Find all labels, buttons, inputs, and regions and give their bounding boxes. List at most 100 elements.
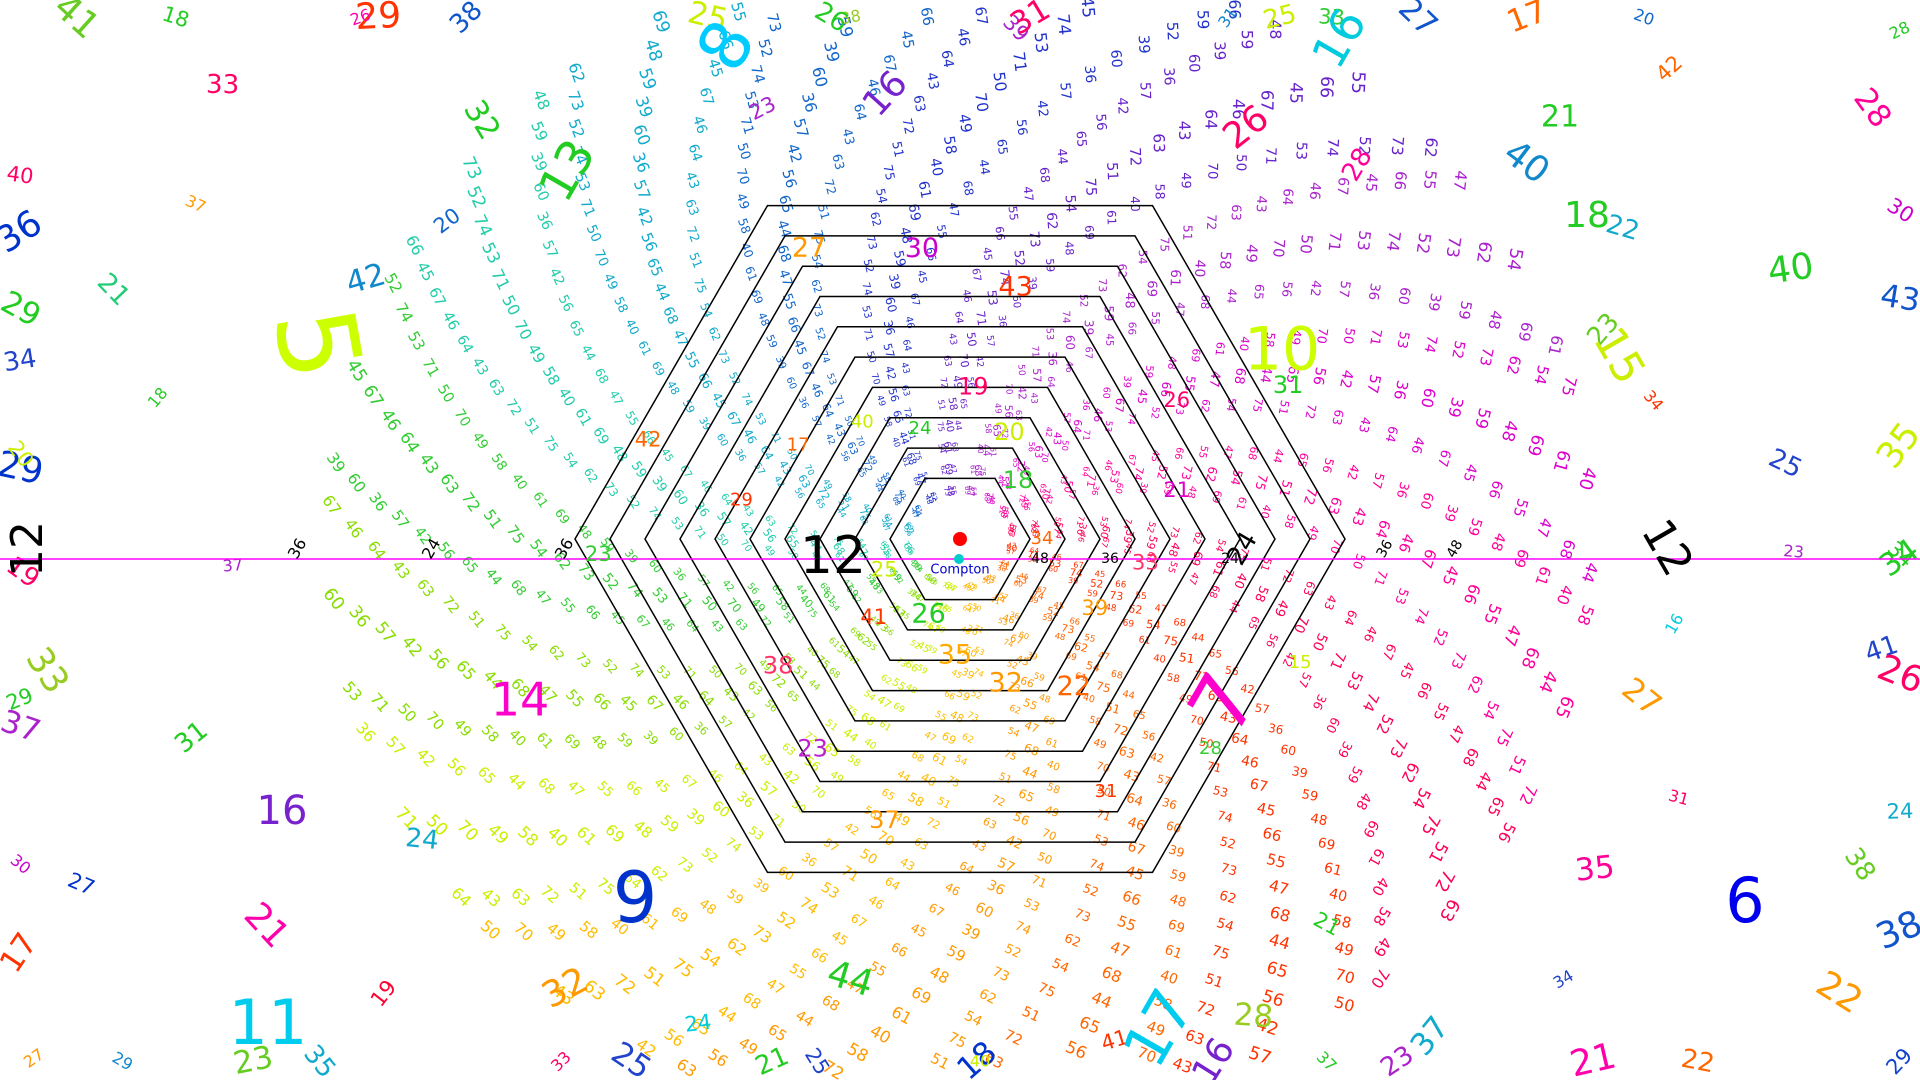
petal-number: 46 xyxy=(1306,181,1323,200)
petal-number: 36 xyxy=(1090,484,1102,496)
petal-number: 45 xyxy=(791,338,810,357)
petal-number: 51 xyxy=(1103,162,1121,181)
petal-number: 44 xyxy=(650,280,672,303)
petal-number: 39 xyxy=(1136,481,1148,495)
petal-number: 39 xyxy=(1425,292,1444,313)
petal-number: 57 xyxy=(1061,412,1072,424)
petal-number: 59 xyxy=(1041,612,1053,624)
petal-number: 55 xyxy=(1196,444,1209,459)
petal-number: 58 xyxy=(1281,513,1298,530)
petal-number: 45 xyxy=(909,558,921,570)
petal-number: 40 xyxy=(890,436,903,449)
petal-number: 54 xyxy=(1213,537,1228,553)
petal-number: 64 xyxy=(961,603,974,615)
petal-number: 68 xyxy=(1022,740,1041,759)
petal-number: 56 xyxy=(1022,501,1032,512)
petal-number: 56 xyxy=(1013,118,1030,136)
petal-number: 72 xyxy=(990,793,1007,809)
petal-number: 69 xyxy=(1122,618,1135,630)
petal-number: 52 xyxy=(1163,21,1182,41)
petal-number: 52 xyxy=(1154,464,1171,481)
petal-number: 61 xyxy=(900,456,912,468)
petal-number: 46 xyxy=(934,600,950,616)
petal-number: 45 xyxy=(1459,462,1479,483)
petal-number: 43 xyxy=(1050,432,1063,446)
petal-number: 50 xyxy=(1096,783,1113,800)
major-label: 14 xyxy=(491,673,550,727)
petal-number: 51 xyxy=(935,795,952,812)
petal-number: 71 xyxy=(1027,550,1040,562)
petal-number: 53 xyxy=(932,600,945,613)
petal-number: 49 xyxy=(1178,172,1193,188)
petal-number: 62 xyxy=(1190,530,1204,545)
petal-number: 60 xyxy=(1323,715,1344,736)
petal-number: 48 xyxy=(923,494,934,505)
petal-number: 40 xyxy=(942,419,955,434)
petal-number: 51 xyxy=(1276,399,1293,416)
petal-number: 61 xyxy=(1074,671,1088,684)
petal-number: 42 xyxy=(1003,833,1024,854)
petal-number: 57 xyxy=(1369,471,1388,490)
petal-number: 60 xyxy=(529,180,552,204)
petal-number: 72 xyxy=(1111,721,1130,739)
petal-number: 70 xyxy=(956,353,971,369)
axis-label-left: 12 xyxy=(2,521,53,577)
petal-number: 51 xyxy=(1019,1004,1042,1026)
petal-number: 68 xyxy=(858,709,878,729)
petal-number: 45 xyxy=(1053,599,1065,611)
petal-number: 43 xyxy=(898,361,911,375)
petal-number: 42 xyxy=(823,433,837,447)
petal-number: 42 xyxy=(986,573,997,583)
petal-number: 47 xyxy=(1206,370,1223,388)
outer-label: 24 xyxy=(1886,799,1914,824)
petal-number: 51 xyxy=(1178,650,1195,666)
petal-number: 53 xyxy=(752,411,767,427)
petal-number: 40 xyxy=(918,770,938,790)
petal-number: 53 xyxy=(1391,586,1411,607)
petal-number: 67 xyxy=(1257,90,1277,112)
petal-number: 75 xyxy=(912,450,923,462)
petal-number: 64 xyxy=(1382,424,1400,443)
petal-number: 70 xyxy=(874,828,896,849)
petal-number: 48 xyxy=(943,484,955,498)
petal-number: 62 xyxy=(976,986,999,1008)
petal-number: 68 xyxy=(1110,669,1124,682)
ring-label: 23 xyxy=(585,542,612,566)
petal-number: 63 xyxy=(912,835,931,853)
petal-number: 72 xyxy=(1002,1027,1025,1049)
petal-number: 49 xyxy=(993,403,1004,414)
petal-number: 55 xyxy=(866,959,888,980)
petal-number: 55 xyxy=(1115,912,1139,935)
petal-number: 68 xyxy=(774,243,795,264)
petal-number: 70 xyxy=(854,434,867,448)
petal-number: 48 xyxy=(1062,241,1076,256)
petal-number: 75 xyxy=(935,421,947,433)
petal-number: 60 xyxy=(1100,386,1112,399)
petal-number: 66 xyxy=(1018,674,1035,691)
petal-number: 49 xyxy=(955,113,976,134)
petal-number: 73 xyxy=(1178,464,1195,482)
petal-number: 36 xyxy=(1081,65,1098,84)
petal-number: 70 xyxy=(1095,760,1111,776)
major-label: 11 xyxy=(229,986,308,1059)
petal-number: 40 xyxy=(555,385,579,410)
petal-number: 50 xyxy=(1035,849,1054,868)
petal-number: 52 xyxy=(1010,249,1027,267)
petal-number: 48 xyxy=(1105,603,1117,614)
petal-number: 52 xyxy=(754,37,775,59)
petal-number: 75 xyxy=(811,228,829,246)
petal-number: 66 xyxy=(1225,0,1244,20)
petal-number: 63 xyxy=(1150,133,1169,153)
petal-number: 64 xyxy=(1045,376,1055,388)
petal-number: 62 xyxy=(808,278,825,295)
petal-number: 68 xyxy=(1206,583,1221,599)
petal-number: 47 xyxy=(1186,571,1201,587)
petal-number: 69 xyxy=(1166,917,1187,937)
ring-label: 21 xyxy=(1163,478,1190,502)
petal-number: 73 xyxy=(1109,589,1124,603)
petal-number: 60 xyxy=(714,432,730,449)
petal-number: 63 xyxy=(682,197,702,218)
petal-number: 55 xyxy=(889,675,908,693)
petal-number: 63 xyxy=(1038,483,1048,494)
